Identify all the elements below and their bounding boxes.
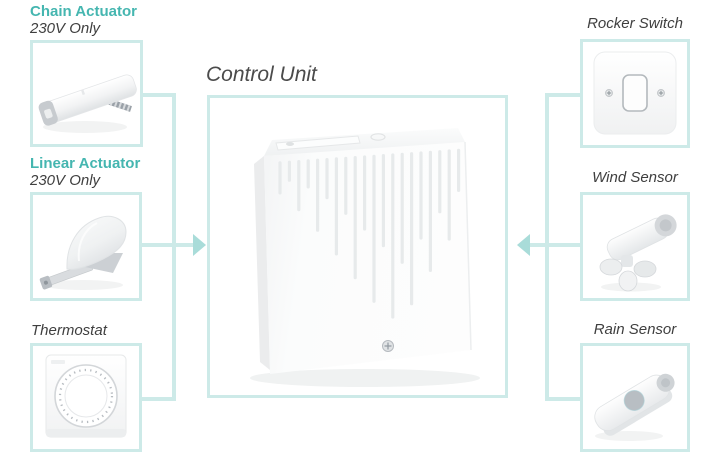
linear-actuator-voltage-note: 230V Only [30, 172, 101, 189]
linear-actuator-box [30, 192, 142, 301]
page-title: Control Unit [206, 63, 317, 86]
connector-left-arrow-shaft [142, 243, 194, 247]
thermostat-box [30, 343, 142, 452]
connector-right-vertical [545, 93, 549, 401]
arrow-left-icon [517, 234, 530, 256]
rain-sensor-image [583, 346, 687, 449]
control-unit-image [210, 98, 505, 395]
rocker-switch-label: Rocker Switch [587, 15, 683, 32]
chain-actuator-heading: Chain Actuator [30, 3, 137, 20]
control-unit-box [207, 95, 508, 398]
linear-actuator-heading: Linear Actuator [30, 155, 141, 172]
connector-left-vertical [172, 93, 176, 401]
connector-right-arrow-shaft [529, 243, 580, 247]
connector-thermostat-horizontal [142, 397, 176, 401]
rain-sensor-label: Rain Sensor [593, 321, 677, 338]
wind-sensor-image [583, 195, 687, 298]
rain-sensor-box [580, 343, 690, 452]
thermostat-image [33, 346, 139, 449]
wind-sensor-box [580, 192, 690, 301]
chain-actuator-voltage-note: 230V Only [30, 20, 101, 37]
linear-actuator-image [33, 195, 139, 298]
rocker-switch-image [583, 42, 687, 145]
connector-chain-horizontal [143, 93, 176, 97]
connector-rain-horizontal [549, 397, 580, 401]
connector-rocker-horizontal [549, 93, 580, 97]
chain-actuator-image [33, 43, 140, 144]
chain-actuator-box [30, 40, 143, 147]
rocker-switch-box [580, 39, 690, 148]
thermostat-label: Thermostat [31, 322, 107, 339]
wind-sensor-label: Wind Sensor [592, 169, 678, 186]
arrow-right-icon [193, 234, 206, 256]
